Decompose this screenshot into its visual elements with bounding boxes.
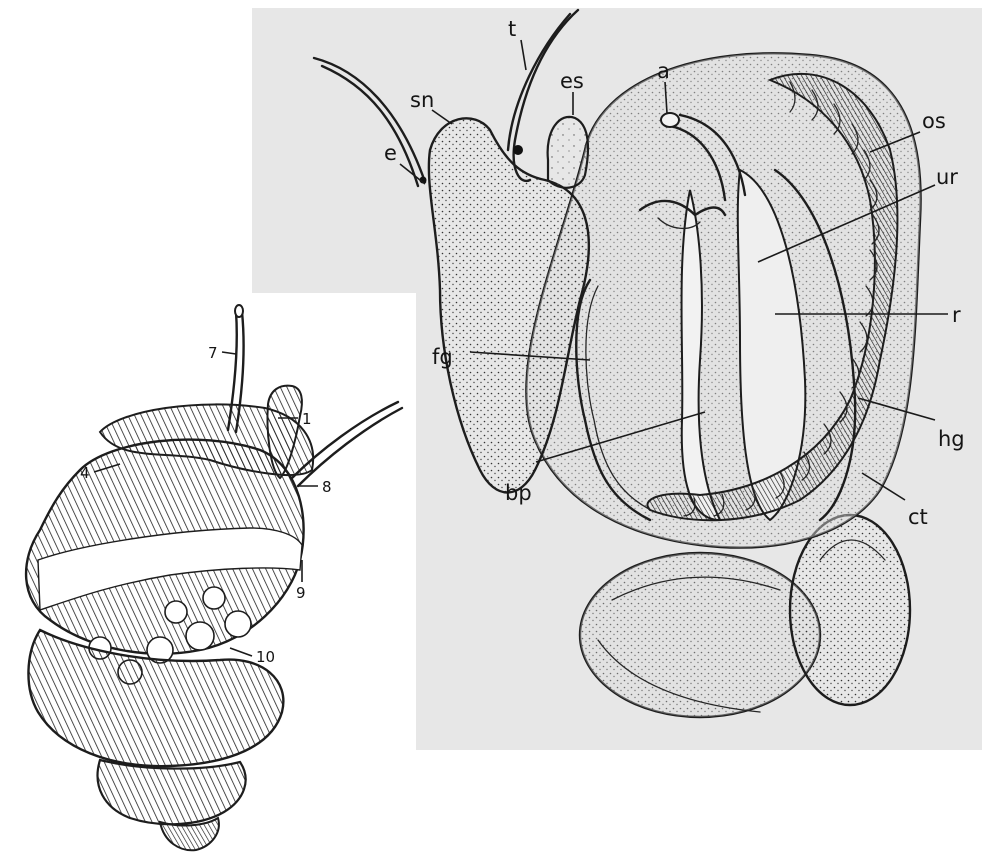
- label-10: 10: [256, 648, 275, 666]
- label-1: 1: [302, 410, 312, 428]
- label-os: os: [922, 109, 946, 133]
- label-8: 8: [322, 478, 332, 496]
- label-9: 9: [296, 584, 306, 602]
- label-7: 7: [208, 344, 218, 362]
- label-t: t: [508, 17, 516, 41]
- label-hg: hg: [938, 427, 965, 451]
- label-r: r: [952, 303, 961, 327]
- label-4: 4: [80, 464, 90, 482]
- label-bp: bp: [505, 481, 532, 505]
- label-a: a: [657, 59, 670, 83]
- label-sn: sn: [410, 88, 434, 112]
- label-ct: ct: [908, 505, 928, 529]
- shell-figure: 7 1 4 8 9 10: [0, 294, 416, 854]
- label-ur: ur: [936, 165, 958, 189]
- label-fg: fg: [432, 345, 453, 369]
- label-e: e: [384, 141, 397, 165]
- label-es: es: [560, 69, 584, 93]
- eye-spot: [513, 145, 523, 155]
